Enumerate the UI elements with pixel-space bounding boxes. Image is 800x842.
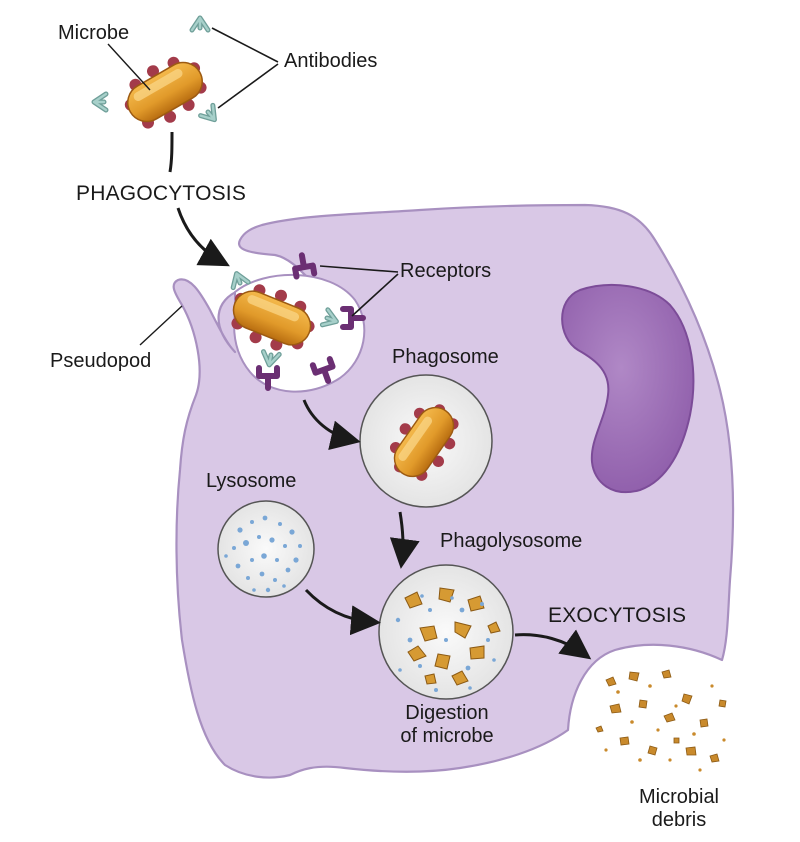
label-exocytosis: EXOCYTOSIS <box>548 604 687 627</box>
free-microbe <box>112 43 218 140</box>
label-receptors: Receptors <box>400 260 492 282</box>
label-digestion: Digestion of microbe <box>392 702 502 748</box>
nucleus <box>561 284 695 493</box>
arrow-exocytosis <box>514 629 592 660</box>
label-microbe: Microbe <box>58 22 130 44</box>
antibody-icon <box>192 18 208 30</box>
exocytosis-opening <box>575 647 739 790</box>
label-pseudopod: Pseudopod <box>50 350 152 372</box>
label-phagocytosis: PHAGOCYTOSIS <box>76 182 247 205</box>
label-lysosome: Lysosome <box>206 470 297 492</box>
label-debris-line2: debris <box>651 809 707 831</box>
label-debris-line1: Microbial <box>638 786 720 808</box>
antibody-icon <box>201 105 221 124</box>
label-digestion-line1: Digestion <box>405 702 489 724</box>
label-microbial-debris: Microbial debris <box>624 786 734 832</box>
antibody-icon <box>94 94 106 110</box>
phagolysosome <box>378 564 514 700</box>
arrow-phagocytosis-to-cell <box>176 207 230 267</box>
label-phagolysosome: Phagolysosome <box>440 530 583 552</box>
arrow-lysosome-to-phagolysosome <box>304 588 381 636</box>
arrow-microbe-to-phagocytosis <box>168 131 174 173</box>
arrow-to-phagosome <box>302 399 361 450</box>
arrow-phagosome-to-phagolysosome <box>389 511 420 569</box>
microbial-debris <box>595 669 727 763</box>
label-antibodies: Antibodies <box>284 50 378 72</box>
label-phagosome: Phagosome <box>392 346 499 368</box>
label-digestion-line2: of microbe <box>400 725 494 747</box>
lysosome <box>217 500 315 598</box>
